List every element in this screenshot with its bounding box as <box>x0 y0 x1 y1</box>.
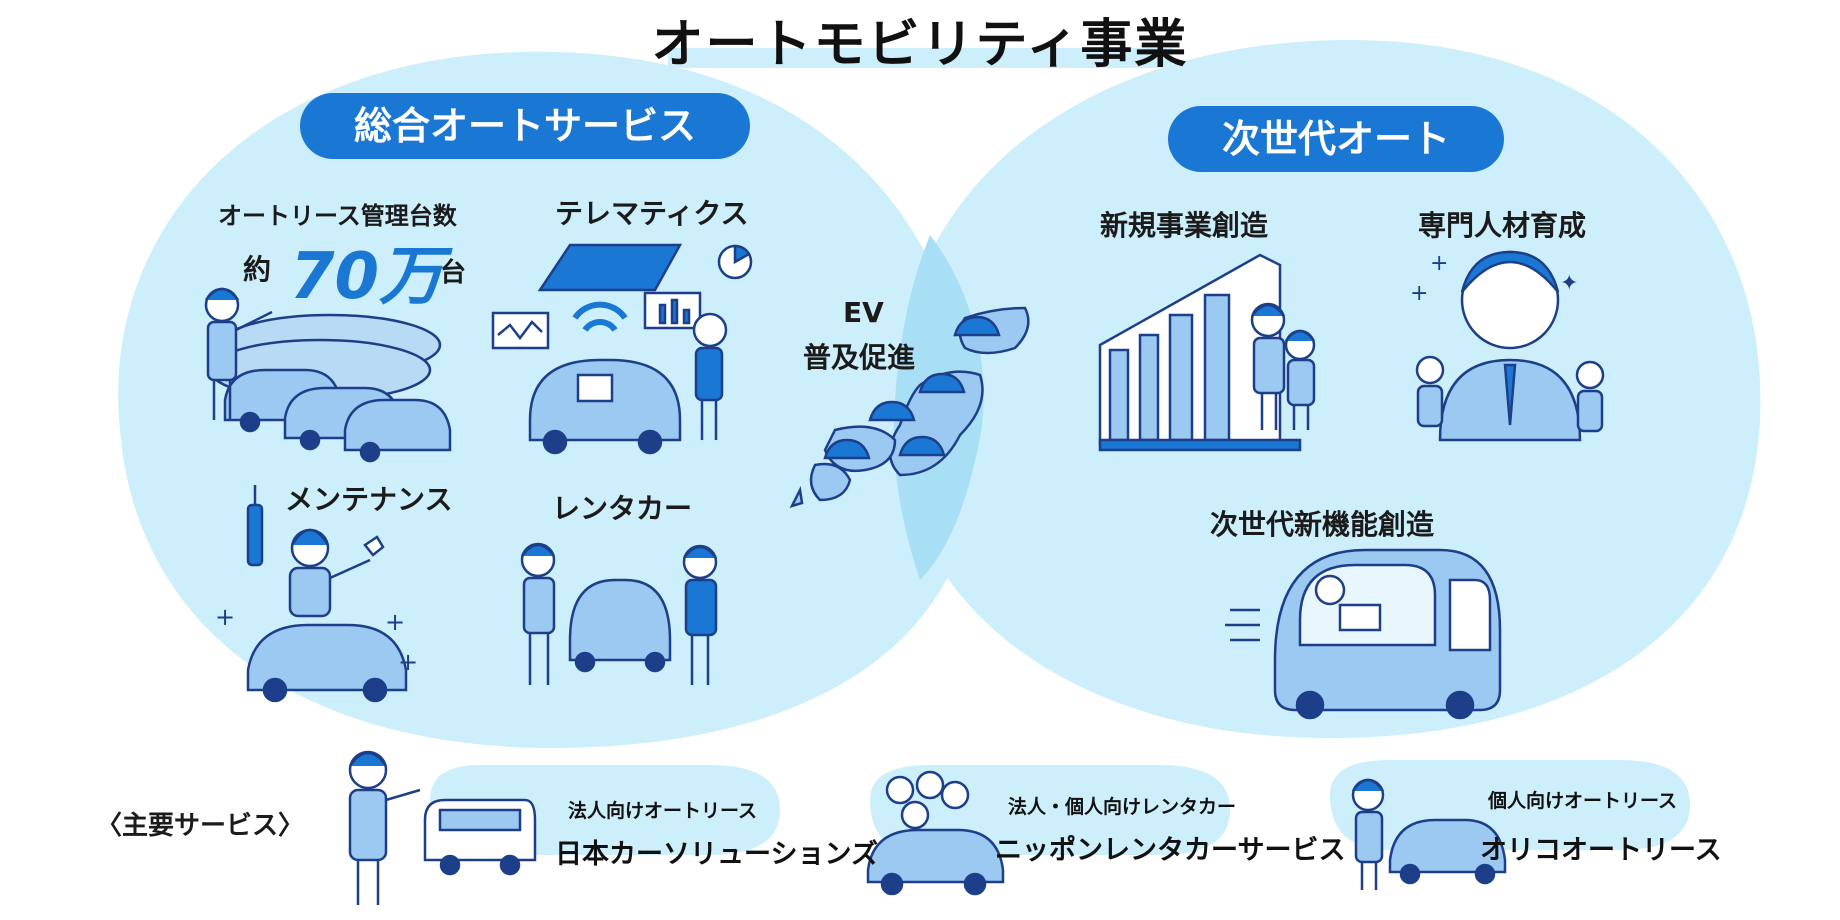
fleet-count: 70万 <box>290 240 444 314</box>
next-gen-label: 次世代新機能創造 <box>1210 508 1435 541</box>
service-2-illustration <box>866 770 1005 896</box>
fleet-suffix: 台 <box>440 258 467 288</box>
talent-illustration: + + ✦ <box>1410 250 1605 442</box>
svg-text:+: + <box>385 608 405 636</box>
service-3-name: オリコオートリース <box>1480 835 1722 866</box>
building-illustration <box>1098 253 1316 452</box>
title-underline-band <box>668 48 1172 68</box>
ev-label: EV <box>843 296 884 329</box>
rental-illustration <box>520 542 718 685</box>
right-group-heading: 次世代オート <box>1168 106 1504 172</box>
service-3-subtitle: 個人向けオートリース <box>1488 790 1678 812</box>
ev-map-illustration <box>789 306 1030 509</box>
svg-text:+: + <box>215 603 235 631</box>
svg-text:✦: ✦ <box>1560 271 1578 296</box>
right-circle <box>894 40 1761 739</box>
maintenance-illustration: + + + <box>215 485 418 703</box>
fleet-prefix: 約 <box>243 253 272 286</box>
service-2-name: ニッポンレンタカーサービス <box>995 835 1346 866</box>
talent-label: 専門人材育成 <box>1418 209 1587 242</box>
service-2-subtitle: 法人・個人向けレンタカー <box>1008 796 1237 818</box>
next-gen-vehicle-illustration <box>1225 548 1502 720</box>
svg-text:+: + <box>398 648 418 676</box>
telematics-illustration <box>491 243 753 455</box>
fleet-person <box>204 287 273 420</box>
service-1-name: 日本カーソリューションズ <box>555 839 878 870</box>
fleet-cars-illustration <box>208 313 452 463</box>
fleet-label: オートリース管理台数 <box>218 202 457 230</box>
maintenance-label: メンテナンス <box>285 483 453 516</box>
services-label: 〈主要サービス〉 <box>96 811 305 841</box>
left-group-heading: 総合オートサービス <box>300 93 750 159</box>
rental-label: レンタカー <box>552 492 693 525</box>
service-1-subtitle: 法人向けオートリース <box>568 800 758 822</box>
service-3-illustration <box>1351 778 1507 890</box>
telematics-label: テレマティクス <box>555 197 749 230</box>
service-1-illustration <box>348 750 537 905</box>
page-title: オートモビリティ事業 <box>651 15 1189 75</box>
svg-text:+: + <box>1410 281 1428 306</box>
svg-text:+: + <box>1430 251 1448 276</box>
new-business-label: 新規事業創造 <box>1100 209 1269 242</box>
ev-promotion-label: 普及促進 <box>803 341 916 374</box>
